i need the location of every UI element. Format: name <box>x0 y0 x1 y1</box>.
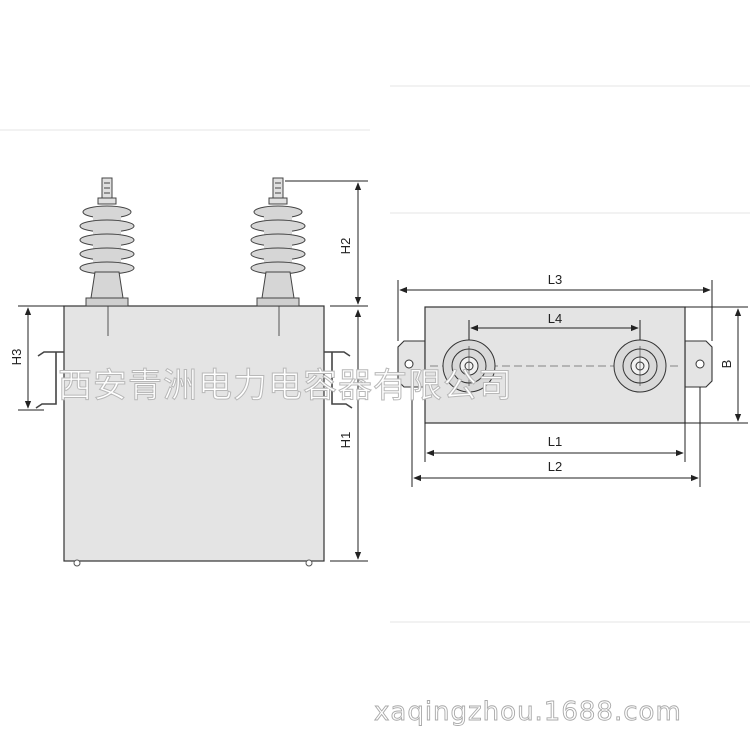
dimension-h1 <box>330 309 368 562</box>
dimension-l2 <box>411 387 701 487</box>
dimension-l1 <box>424 423 686 462</box>
mount-hole-right <box>695 359 705 369</box>
terminal-right <box>613 339 667 393</box>
terminal-left <box>442 339 496 393</box>
dimension-b-label: B <box>719 360 734 369</box>
bushing-left <box>79 177 135 307</box>
bushing-right <box>250 177 306 307</box>
bracket-left <box>35 351 64 409</box>
front-view: H2 H1 H3 <box>9 177 368 567</box>
mount-hole-left <box>404 359 414 369</box>
dimension-b <box>685 306 748 424</box>
site-watermark: xaqingzhou.1688.com <box>374 697 682 727</box>
capacitor-tank <box>63 305 325 562</box>
dimension-h3 <box>18 305 64 411</box>
dimension-l3-label: L3 <box>548 272 562 287</box>
tank-foot-left <box>73 559 81 567</box>
dimension-h1-label: H1 <box>338 432 353 449</box>
tank-foot-right <box>305 559 313 567</box>
bracket-right <box>324 351 353 409</box>
background-lines <box>0 85 750 623</box>
dimension-l1-label: L1 <box>548 434 562 449</box>
dimension-h2-label: H2 <box>338 238 353 255</box>
dimension-l4-label: L4 <box>548 311 562 326</box>
dimension-l4 <box>468 320 641 340</box>
dimension-h3-label: H3 <box>9 349 24 366</box>
dimension-l3 <box>397 280 713 341</box>
company-watermark: 西安青洲电力电容器有限公司 <box>58 366 513 406</box>
top-view: L4 L3 L1 L2 B <box>397 272 748 487</box>
dimension-h2 <box>285 180 368 307</box>
dimension-l2-label: L2 <box>548 459 562 474</box>
